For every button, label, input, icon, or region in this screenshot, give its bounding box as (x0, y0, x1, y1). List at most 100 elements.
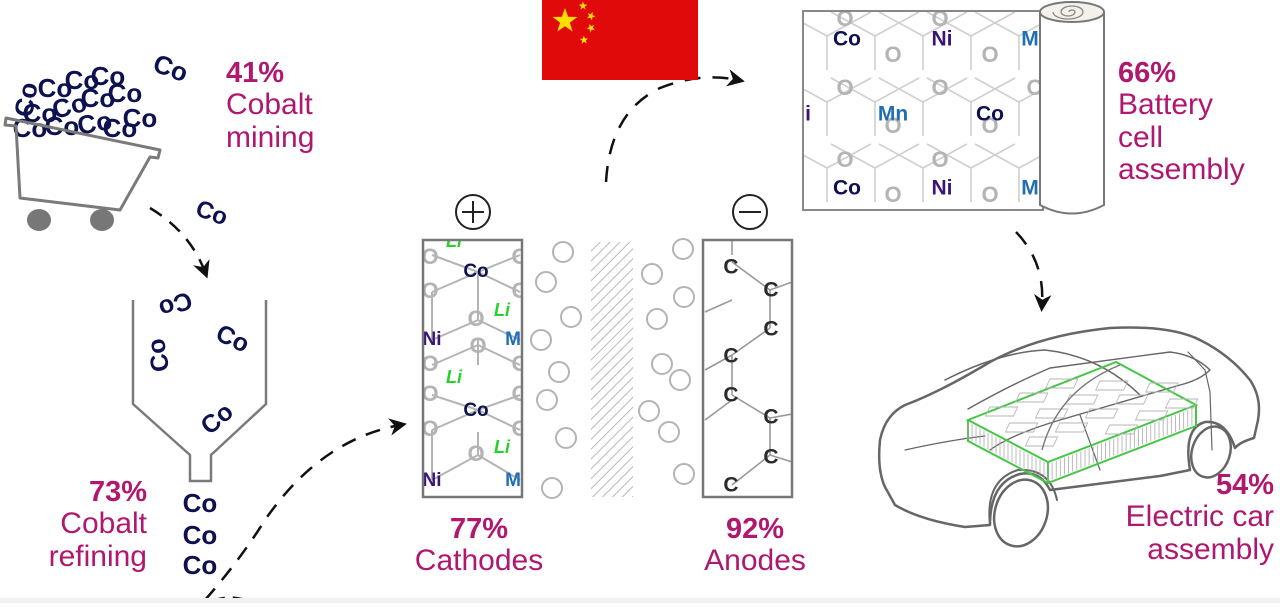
stage-name-line: cell (1118, 120, 1164, 154)
stage-percent: 54% (1215, 469, 1274, 501)
ion-circle (638, 400, 660, 422)
manganese-atom: M (1021, 177, 1039, 200)
cobalt-atom: Co (91, 61, 126, 91)
manganese-atom: Mn (878, 103, 908, 126)
ion-circle (555, 427, 577, 449)
cobalt-atom: Co (142, 336, 175, 374)
ion-circle (535, 271, 557, 293)
flow-arrow-components-to-cells (604, 69, 745, 183)
oxygen-atom: O (421, 381, 438, 406)
ion-circle (658, 421, 680, 443)
flag-star-icon (578, 1, 588, 10)
cobalt-atom: Co (463, 261, 488, 282)
china-flag-icon (542, 0, 698, 80)
cobalt-atom: Co (463, 400, 488, 421)
oxygen-atom: O (467, 441, 484, 466)
stage-name-line: Battery (1118, 88, 1214, 122)
ion-circle (560, 306, 582, 328)
oxygen-atom: O (1026, 75, 1043, 100)
cobalt-atom: Co (108, 78, 143, 108)
lithium-atom: Li (494, 437, 511, 457)
stage-percent: 66% (1118, 57, 1177, 89)
positive-terminal-icon (455, 194, 491, 230)
flow-arrow-refining-to-cathodes (204, 418, 407, 601)
carbon-atom: C (723, 345, 738, 368)
oxygen-atom: O (931, 147, 948, 172)
flag-star-icon (587, 11, 596, 21)
nickel-atom: Ni (932, 28, 953, 51)
stage-label-anodes: 92% Anodes (688, 513, 822, 578)
flow-arrow-mining-to-refining (149, 206, 210, 279)
oxygen-atom: O (931, 75, 948, 100)
lithium-atom: Li (446, 367, 463, 387)
oxygen-atom: O (511, 278, 528, 303)
stage-label-refining: 73% Cobalt refining (10, 476, 147, 573)
carbon-atom: C (763, 279, 778, 302)
cobalt-atom: Co (212, 319, 254, 358)
cobalt-atom: Co (81, 83, 116, 113)
stage-name-line: Electric car (1125, 500, 1274, 534)
oxygen-atom: O (421, 244, 438, 269)
ion-circle (651, 353, 673, 375)
carbon-atom: C (723, 474, 738, 497)
stage-label-mining: 41% Cobalt mining (226, 57, 315, 154)
electric-car-icon (877, 326, 1261, 548)
stage-label-cells: 66% Battery cell assembly (1118, 57, 1245, 186)
cobalt-atom: Co (183, 488, 218, 518)
lithium-atom: Li (494, 300, 511, 320)
stage-percent: 73% (88, 476, 147, 508)
nickel-atom: Ni (932, 177, 953, 200)
stage-name-line: mining (226, 120, 315, 154)
ion-circle (672, 238, 694, 260)
oxygen-atom: O (836, 6, 853, 31)
bottom-edge (0, 598, 1280, 603)
stage-name-line: Cobalt (226, 88, 313, 122)
carbon-atom: C (723, 256, 738, 279)
cart-wheel-icon (27, 209, 51, 231)
oxygen-atom: O (884, 113, 901, 138)
oxygen-atom: O (511, 244, 528, 269)
stage-name-line: Anodes (704, 544, 806, 578)
cobalt-atom: Co (38, 73, 73, 103)
oxygen-atom: O (511, 381, 528, 406)
oxygen-atom: O (981, 42, 998, 67)
carbon-atom: C (763, 318, 778, 341)
cobalt-atom: Co (183, 550, 218, 580)
stage-name-line: assembly (1147, 532, 1274, 566)
carbon-atom: C (763, 446, 778, 469)
flag-star-icon (586, 24, 595, 33)
stage-label-cathodes: 77% Cathodes (395, 513, 563, 578)
svg-text:Co: Co (192, 195, 231, 231)
cobalt-atom: Co (833, 177, 861, 200)
cobalt-atom: Co (123, 103, 158, 133)
oxygen-atom: O (421, 351, 438, 376)
cobalt-atom: Co (8, 80, 44, 119)
ion-circle (548, 361, 570, 383)
cobalt-atom: Co (149, 48, 192, 88)
oxygen-atom: O (511, 416, 528, 441)
carbon-atom: C (763, 406, 778, 429)
ion-circle (646, 308, 668, 330)
cobalt-atom: Co (183, 520, 218, 550)
ion-circle (541, 477, 563, 499)
flow-arrow-cells-to-car (1015, 231, 1052, 312)
ion-circle (641, 263, 663, 285)
cart-wheel-icon (90, 209, 114, 231)
cobalt-atom: Co (65, 65, 100, 95)
oxygen-atom: O (931, 6, 948, 31)
cobalt-atom: Co (155, 285, 196, 323)
cobalt-atom: Co (13, 113, 48, 143)
cathode-frame (421, 238, 524, 499)
battery-pack-icon (965, 360, 1199, 485)
oxygen-atom: O (511, 351, 528, 376)
oxygen-atom: O (421, 416, 438, 441)
carbon-atom: C (723, 384, 738, 407)
ion-circle (530, 329, 552, 351)
